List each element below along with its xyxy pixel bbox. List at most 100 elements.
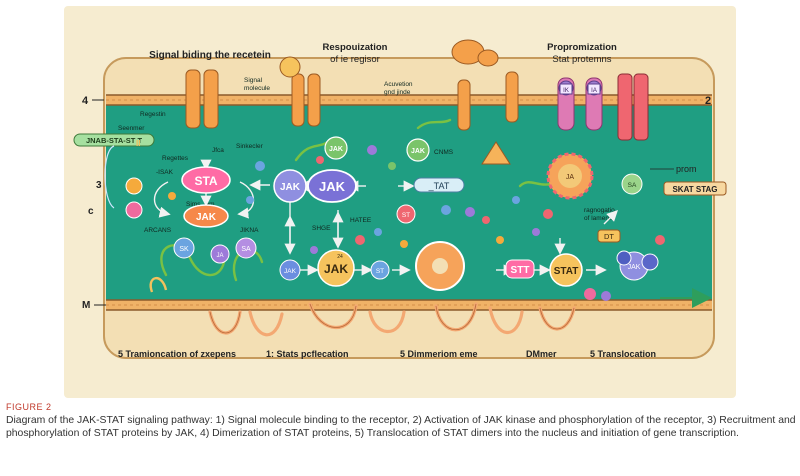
skat-stag-badge: SKAT STAG [663, 181, 727, 196]
node-ja-purple: JA [210, 244, 230, 264]
marker-4: 4 [82, 95, 89, 107]
bottom-label-dmmer: DMmer [526, 349, 557, 359]
heading-respouization: Respouization [323, 42, 388, 53]
receptor-center [279, 56, 321, 127]
svg-text:JAK: JAK [324, 262, 348, 276]
label-jfca: Jfca [212, 147, 224, 154]
svg-text:JA: JA [566, 174, 575, 181]
bottom-label-stats-pcflecation: 1: Stats pcflecation [266, 349, 349, 359]
label-ragnogatio: ragnogatio [584, 207, 615, 214]
svg-text:STAT: STAT [554, 266, 579, 277]
label-sinkecler: Sinkecler [236, 143, 264, 150]
node-sk: SK [173, 237, 195, 259]
label-regestin: Regestin [140, 111, 166, 118]
label-cnms: CNMS [434, 149, 454, 156]
receptor-left [185, 69, 219, 129]
label-prom: prom [676, 164, 697, 174]
label-shge: SHGE [312, 225, 331, 232]
svg-text:24: 24 [337, 254, 343, 260]
label-sims-jam: Sims Jam [186, 201, 215, 208]
label-regettes: Regettes [162, 155, 189, 162]
node-triangle [481, 141, 511, 165]
node-jak-green: JAK [324, 136, 348, 160]
node-jak-mid-left: JAK [273, 169, 307, 203]
jak-stat-diagram: Signal biding the recetein Respouization… [64, 6, 736, 398]
svg-text:IK: IK [563, 88, 569, 94]
receptor-red [617, 73, 649, 141]
node-dt: DT [597, 229, 621, 243]
marker-c: c [88, 206, 94, 217]
svg-text:IA: IA [591, 88, 597, 94]
heading-signal-binding: Signal biding the recetein [149, 50, 271, 61]
node-stat: STAT [549, 253, 583, 287]
label-molecule: molecule [244, 85, 270, 92]
svg-text:JNAB-STA-ST T: JNAB-STA-ST T [86, 136, 143, 145]
node-tat: _TAT [413, 177, 465, 193]
label-seenmer: Seenmer [118, 125, 145, 132]
bottom-label-dimmeriom: 5 Dimmeriom eme [400, 349, 478, 359]
svg-text:JAK: JAK [411, 148, 425, 155]
label-arcans: ARCANS [144, 227, 172, 234]
figure-caption: FIGURE 2 Diagram of the JAK-STAT signali… [6, 402, 796, 440]
jak-sta-badge: JNAB-STA-ST T [73, 133, 155, 147]
svg-text:JAK: JAK [284, 268, 297, 275]
signal-molecule-top [451, 39, 499, 67]
svg-text:SA: SA [241, 246, 251, 253]
svg-text:ST: ST [376, 268, 384, 275]
receptor-right-1 [505, 71, 519, 123]
node-ja-ring: JA [546, 152, 594, 200]
node-jak-top-right: JAK [406, 138, 430, 162]
label-of-lamens: of lamens [584, 215, 613, 222]
node-jak-center-low: JAK [317, 249, 355, 287]
heading-stat-protemns: Stat protemns [552, 54, 611, 65]
receptor-mid [457, 79, 471, 131]
label-hatee: HATEE [350, 217, 372, 224]
label-ii: II [136, 139, 140, 148]
svg-text:ST: ST [402, 212, 410, 219]
svg-text:JAK: JAK [196, 212, 217, 223]
svg-text:JAK: JAK [319, 179, 346, 194]
svg-text:JA: JA [216, 253, 223, 259]
bottom-membrane [106, 299, 712, 311]
label-signal: Signal [244, 77, 263, 84]
svg-text:STA: STA [194, 174, 217, 188]
scattered-molecules [168, 145, 665, 301]
node-v24: 24 [337, 254, 343, 260]
figure-label: FIGURE 2 [6, 402, 52, 412]
svg-text:_TAT: _TAT [428, 181, 450, 191]
heading-of-regisor: of ie regisor [330, 54, 380, 65]
node-jak-small-low: JAK [279, 259, 301, 281]
svg-text:STT: STT [511, 265, 530, 276]
bottom-label-translocation: 5 Translocation [590, 349, 656, 359]
marker-2: 2 [705, 95, 711, 107]
svg-text:SKAT STAG: SKAT STAG [672, 185, 717, 194]
marker-m: M [82, 300, 90, 311]
node-small-left-pink [125, 177, 143, 219]
svg-text:SK: SK [179, 246, 189, 253]
svg-text:SA: SA [628, 182, 637, 189]
node-dimer-ring [415, 241, 465, 291]
svg-text:DT: DT [604, 232, 614, 241]
svg-text:JAK: JAK [280, 182, 301, 193]
node-ik-box: IK [559, 83, 573, 95]
node-sa: SA [235, 237, 257, 259]
node-ia-box: IA [587, 83, 601, 95]
bottom-label-tramioncation: 5 Tramioncation of zxepens [118, 349, 236, 359]
node-jak-small-left: JAK [183, 204, 229, 228]
node-sa-blue: SA [621, 173, 643, 195]
caption-text: Diagram of the JAK-STAT signaling pathwa… [6, 415, 796, 439]
label-jikna: JIKNA [240, 227, 259, 234]
label-activation: Acuvetion [384, 81, 413, 88]
svg-text:JAK: JAK [329, 146, 343, 153]
heading-propronization: Propromization [547, 42, 617, 53]
svg-text:JAK: JAK [628, 264, 641, 271]
node-st-mid: ST [396, 204, 416, 224]
node-stt: STT [505, 259, 535, 279]
node-st-low: ST [370, 260, 390, 280]
label-gnd-jinde: gnd jinde [384, 89, 411, 96]
node-sta: STA [181, 166, 231, 194]
bracket-left [104, 145, 115, 209]
marker-3: 3 [96, 180, 102, 191]
node-jak-big: JAK [307, 169, 357, 203]
label-isak: -ISAK [156, 169, 174, 176]
